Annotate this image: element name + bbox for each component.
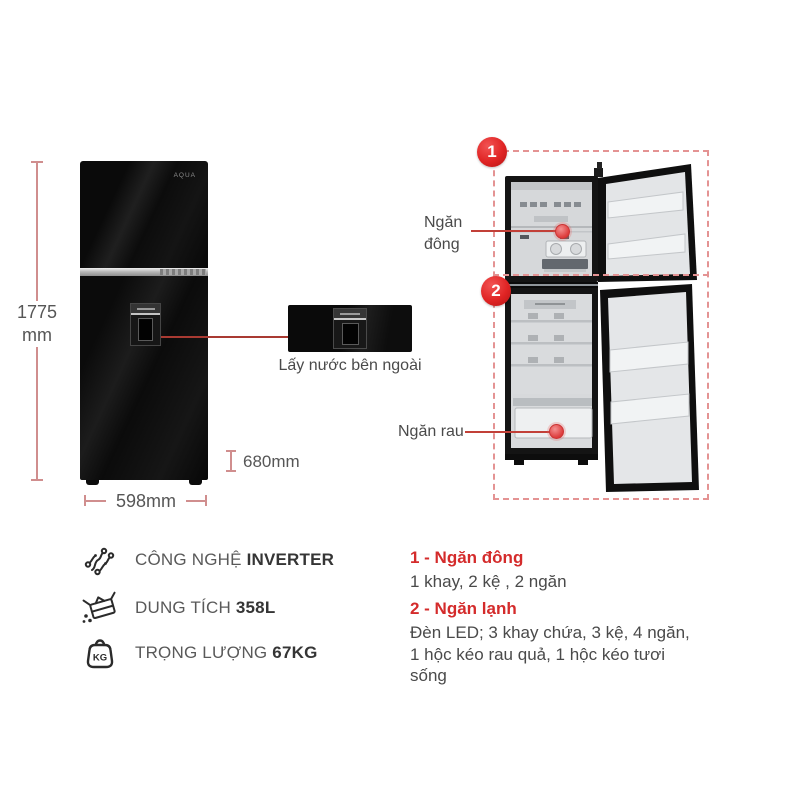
measure-tick <box>205 495 207 506</box>
dispenser-recess <box>138 318 153 341</box>
diagram-dashed-frame <box>493 150 709 500</box>
fridge-foot <box>86 480 99 485</box>
crisper-zone-label: Ngăn rau <box>398 423 464 440</box>
feature-value: INVERTER <box>246 550 335 569</box>
freezer-label-line1: Ngăn <box>424 214 463 231</box>
badge-number: 1 <box>487 142 497 161</box>
zone-badge-1: 1 <box>477 137 507 167</box>
height-dimension-label: 1775 mm <box>4 301 70 347</box>
zone-badge-2: 2 <box>481 276 511 306</box>
dispenser-strip <box>131 313 160 315</box>
width-dimension-label: 598mm <box>106 491 186 512</box>
measure-tick <box>31 479 43 481</box>
feature-label: TRỌNG LƯỢNG <box>135 643 268 662</box>
feature-row-weight: KG TRỌNG LƯỢNG 67KG <box>78 633 398 673</box>
fridge-bottom-door <box>80 276 208 480</box>
crisper-pointer-line <box>465 431 550 433</box>
dispenser-label-bar <box>334 309 366 318</box>
depth-measure-line <box>230 451 232 471</box>
inverter-icon <box>78 544 122 576</box>
fridge-top-door: AQUA <box>80 161 208 268</box>
spec-section-freezer: 1 - Ngăn đông 1 khay, 2 kệ , 2 ngăn <box>410 548 750 593</box>
spec-line: sống <box>410 666 447 685</box>
dispenser-label-bar <box>131 304 160 313</box>
freezer-label-line2: đông <box>424 236 460 253</box>
feature-label: CÔNG NGHỆ <box>135 550 242 569</box>
freezer-pointer-line <box>471 230 557 232</box>
dispenser-recess <box>341 323 359 345</box>
spec-line: 1 khay, 2 kệ , 2 ngăn <box>410 572 567 591</box>
feature-label: DUNG TÍCH <box>135 598 231 617</box>
height-unit: mm <box>22 325 52 345</box>
diagram-zone-divider <box>493 274 709 276</box>
dispenser-caption: Lấy nước bên ngoài <box>278 357 422 374</box>
water-dispenser <box>130 303 161 346</box>
brand-logo: AQUA <box>173 172 196 179</box>
spec-heading-2: 2 - Ngăn lạnh <box>410 599 517 618</box>
measure-tick <box>226 470 236 472</box>
fridge-foot <box>189 480 202 485</box>
fridge-front-view: AQUA <box>80 161 208 485</box>
dispenser-callout-line <box>161 336 288 338</box>
feature-value: 358L <box>235 598 276 617</box>
spec-section-fridge: 2 - Ngăn lạnh Đèn LED; 3 khay chứa, 3 kệ… <box>410 599 750 687</box>
feature-text: DUNG TÍCH 358L <box>135 598 275 618</box>
fridge-open-view <box>505 162 699 492</box>
measure-tick <box>226 450 236 452</box>
feature-text: CÔNG NGHỆ INVERTER <box>135 550 334 570</box>
feature-row-inverter: CÔNG NGHỆ INVERTER <box>78 540 398 580</box>
capacity-icon <box>78 590 122 626</box>
measure-tick <box>84 495 86 506</box>
freezer-zone-label: Ngăn đông <box>424 212 470 256</box>
height-value: 1775 <box>16 302 58 322</box>
measure-tick <box>31 161 43 163</box>
badge-number: 2 <box>491 281 501 300</box>
handle-grille <box>160 269 206 275</box>
dispenser-closeup <box>333 308 367 349</box>
freezer-hotspot-dot <box>555 224 570 239</box>
weight-icon-text: KG <box>93 653 107 664</box>
feature-text: TRỌNG LƯỢNG 67KG <box>135 643 318 663</box>
dispenser-strip <box>334 318 366 320</box>
feature-value: 67KG <box>272 643 318 662</box>
spec-line: Đèn LED; 3 khay chứa, 3 kệ, 4 ngăn, <box>410 623 690 642</box>
feature-row-capacity: DUNG TÍCH 358L <box>78 588 398 628</box>
spec-heading-1: 1 - Ngăn đông <box>410 548 524 567</box>
fridge-handle-bar <box>80 268 208 276</box>
dispenser-detail-box <box>288 305 412 352</box>
depth-dimension-label: 680mm <box>243 452 300 472</box>
weight-icon: KG <box>78 635 122 671</box>
spec-line: 1 hộc kéo rau quả, 1 hộc kéo tươi <box>410 644 666 664</box>
crisper-hotspot-dot <box>549 424 564 439</box>
